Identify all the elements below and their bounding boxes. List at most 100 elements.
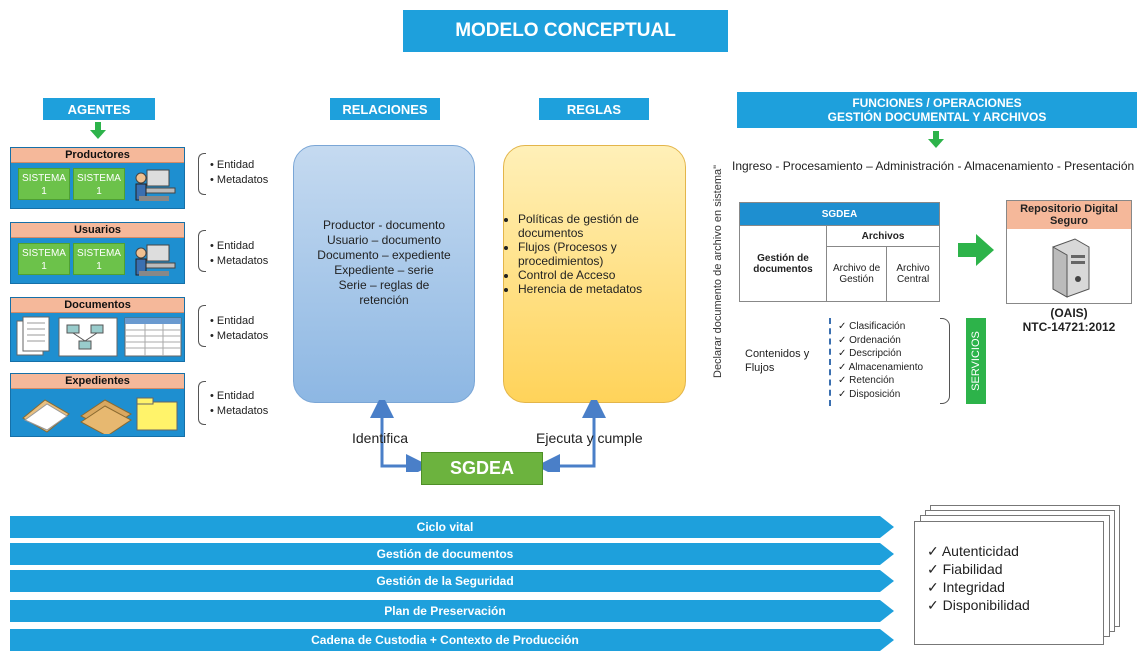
relaciones-list: Productor - documento Usuario – document… xyxy=(294,218,474,308)
agent-usuarios-title: Usuarios xyxy=(11,223,184,238)
brace-icon xyxy=(198,230,206,272)
band-tip-icon xyxy=(880,543,894,565)
brace-icon xyxy=(198,153,206,195)
agent-usuarios: Usuarios SISTEMA 1 SISTEMA 1 xyxy=(10,222,185,284)
servicio-item: ✓ Clasificación xyxy=(838,321,906,332)
repositorio-title: Repositorio Digital Seguro xyxy=(1007,201,1131,229)
reglas-panel: Políticas de gestión de documentos Flujo… xyxy=(503,145,686,403)
regla-item: Control de Acceso xyxy=(518,268,679,282)
funciones-arrow-stem xyxy=(933,131,939,139)
system-box: SISTEMA 1 xyxy=(18,168,70,200)
agent-expedientes: Expedientes xyxy=(10,373,185,437)
sgdea-table: SGDEA Gestión de documentos Archivos Arc… xyxy=(739,202,940,302)
server-icon xyxy=(1052,238,1090,298)
bullet-metadatos: • Metadatos xyxy=(210,174,269,186)
band-tip-icon xyxy=(880,600,894,622)
check-item: ✓ Disponibilidad xyxy=(927,597,1030,613)
servicio-item: ✓ Descripción xyxy=(838,348,902,359)
relacion-item: Productor - documento xyxy=(322,218,446,232)
agent-usuarios-bullets: • Entidad • Metadatos xyxy=(210,239,268,269)
relacion-item: Expediente – serie xyxy=(334,263,434,277)
brace-icon xyxy=(198,381,206,425)
repositorio-box: Repositorio Digital Seguro xyxy=(1006,200,1132,304)
brace-right-icon xyxy=(940,318,950,404)
bullet-entidad: • Entidad xyxy=(210,159,255,171)
agent-productores-bullets: • Entidad • Metadatos xyxy=(210,158,268,188)
check-item: ✓ Autenticidad xyxy=(927,543,1019,559)
folders-icon xyxy=(22,397,178,434)
archivos-cell: Archivos xyxy=(826,225,940,247)
funciones-header: FUNCIONES / OPERACIONES GESTIÓN DOCUMENT… xyxy=(737,92,1137,128)
bullet-entidad: • Entidad xyxy=(210,240,255,252)
system-box: SISTEMA 1 xyxy=(18,243,70,275)
agent-documentos-title: Documentos xyxy=(11,298,184,313)
reglas-list: Políticas de gestión de documentos Flujo… xyxy=(504,212,685,296)
agent-productores-title: Productores xyxy=(11,148,184,163)
computer-user-icon xyxy=(135,244,176,276)
bullet-metadatos: • Metadatos xyxy=(210,255,269,267)
bullet-metadatos: • Metadatos xyxy=(210,330,269,342)
servicio-item: ✓ Ordenación xyxy=(838,334,901,346)
funciones-arrow-icon xyxy=(928,139,944,148)
regla-item: Herencia de metadatos xyxy=(518,282,679,296)
agent-expedientes-bullets: • Entidad • Metadatos xyxy=(210,389,268,419)
system-box: SISTEMA 1 xyxy=(73,168,125,200)
ejecuta-label: Ejecuta y cumple xyxy=(536,430,643,446)
system-box: SISTEMA 1 xyxy=(73,243,125,275)
servicio-item: ✓ Disposición xyxy=(838,388,901,400)
brace-icon xyxy=(198,305,206,347)
relacion-item: Serie – reglas de retención xyxy=(338,278,430,307)
computer-user-icon xyxy=(135,169,176,201)
arrow-right-icon xyxy=(958,234,994,266)
gestion-documentos-cell: Gestión de documentos xyxy=(739,225,827,302)
funciones-header-line1: FUNCIONES / OPERACIONES xyxy=(852,96,1022,110)
connector-arrows xyxy=(370,400,606,472)
ntc-label: NTC-14721:2012 xyxy=(1022,320,1116,334)
agent-productores: Productores SISTEMA 1 SISTEMA 1 xyxy=(10,147,185,209)
reglas-header: REGLAS xyxy=(539,98,649,120)
relacion-item: Documento – expediente xyxy=(317,248,451,262)
bullet-entidad: • Entidad xyxy=(210,315,255,327)
bullet-metadatos: • Metadatos xyxy=(210,405,269,417)
servicios-label: SERVICIOS xyxy=(966,318,986,404)
bullet-entidad: • Entidad xyxy=(210,390,255,402)
sgdea-box: SGDEA xyxy=(421,452,543,485)
relacion-item: Usuario – documento xyxy=(326,233,442,247)
agentes-arrow-stem xyxy=(95,122,101,130)
check-item: ✓ Fiabilidad xyxy=(927,561,1003,577)
check-item: ✓ Integridad xyxy=(927,579,1005,595)
repositorio-caption: (OAIS) NTC-14721:2012 xyxy=(1006,306,1132,334)
checks-sheet: ✓ Autenticidad ✓ Fiabilidad ✓ Integridad… xyxy=(914,521,1104,645)
sgdea-table-header: SGDEA xyxy=(739,202,940,226)
agent-expedientes-title: Expedientes xyxy=(11,374,184,389)
band-ciclo-vital: Ciclo vital xyxy=(10,516,880,538)
servicios-label-text: SERVICIOS xyxy=(970,331,982,391)
agent-documentos: Documentos xyxy=(10,297,185,362)
servicio-item: ✓ Almacenamiento xyxy=(838,361,924,373)
band-gestion-documentos: Gestión de documentos xyxy=(10,543,880,565)
regla-item: Flujos (Procesos y procedimientos) xyxy=(518,240,679,268)
band-plan-preservacion: Plan de Preservación xyxy=(10,600,880,622)
band-gestion-seguridad: Gestión de la Seguridad xyxy=(10,570,880,592)
documents-thumbnails-icon xyxy=(16,316,182,357)
band-tip-icon xyxy=(880,570,894,592)
funciones-line: Ingreso - Procesamiento – Administración… xyxy=(732,159,1135,173)
page-title: MODELO CONCEPTUAL xyxy=(403,10,728,52)
servicio-item: ✓ Retención xyxy=(838,375,895,386)
relaciones-panel: Productor - documento Usuario – document… xyxy=(293,145,475,403)
regla-item: Políticas de gestión de documentos xyxy=(518,212,679,240)
band-cadena-custodia: Cadena de Custodia + Contexto de Producc… xyxy=(10,629,880,651)
identifica-label: Identifica xyxy=(352,430,409,446)
oais-label: (OAIS) xyxy=(1050,306,1088,320)
servicios-list: ✓ Clasificación ✓ Ordenación ✓ Descripci… xyxy=(838,320,923,401)
agentes-header: AGENTES xyxy=(43,98,155,120)
agent-documentos-bullets: • Entidad • Metadatos xyxy=(210,314,268,344)
declarar-note: Declarar documento de archivo en sistema… xyxy=(712,164,724,378)
funciones-header-line2: GESTIÓN DOCUMENTAL Y ARCHIVOS xyxy=(827,110,1047,124)
archivo-central-cell: Archivo Central xyxy=(886,246,940,302)
band-tip-icon xyxy=(880,629,894,651)
dashed-divider xyxy=(829,318,831,406)
contenidos-label: Contenidos y Flujos xyxy=(745,348,810,374)
band-tip-icon xyxy=(880,516,894,538)
relaciones-header: RELACIONES xyxy=(330,98,440,120)
